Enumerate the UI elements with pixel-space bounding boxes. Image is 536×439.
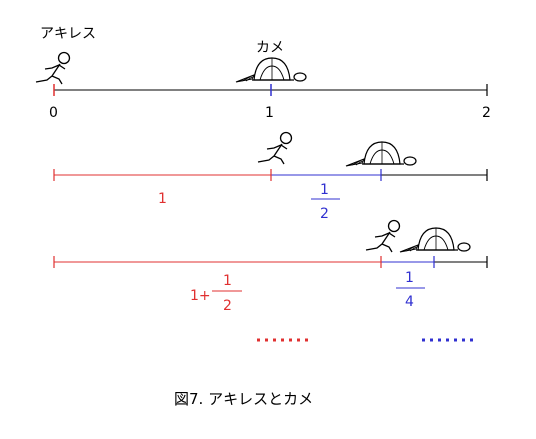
blue-numerator-row3: 1 [405,270,414,286]
red-length-row2: 1 [158,191,167,207]
blue-denominator-row2: 2 [320,206,329,222]
red-numerator-row3: 1 [223,273,232,289]
tortoise-label: カメ [256,40,284,56]
blue-denominator-row3: 4 [405,294,414,310]
tick-label-2: 2 [482,105,491,121]
achilles-runner-icon-row3 [365,219,401,253]
achilles-label: アキレス [40,26,96,42]
achilles-runner-icon-row2 [257,131,293,165]
achilles-runner-icon [35,51,71,85]
tick-label-1: 1 [265,105,274,121]
tortoise-icon-row3 [399,227,471,253]
red-integer-row3: 1+ [190,288,211,304]
tortoise-icon-row2 [345,141,417,167]
tortoise-icon [235,57,307,83]
tick-label-0: 0 [49,105,58,121]
red-denominator-row3: 2 [223,298,232,314]
figure-caption: 図7. アキレスとカメ [174,390,313,408]
blue-numerator-row2: 1 [320,182,329,198]
